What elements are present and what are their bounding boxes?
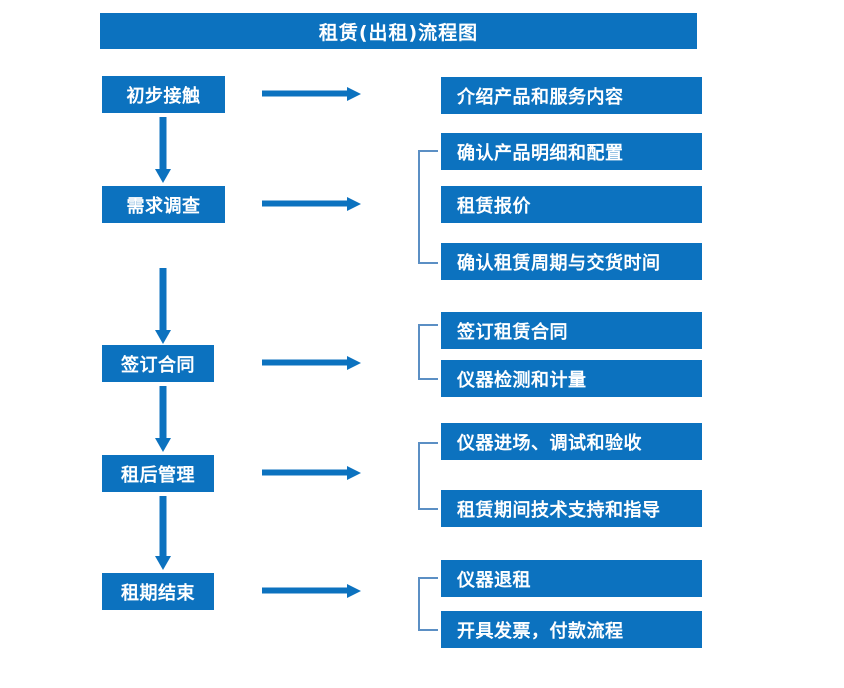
detail-box-confirm-rental-period[interactable]: 确认租赁周期与交货时间 bbox=[441, 243, 702, 280]
stage-label: 租期结束 bbox=[121, 582, 195, 604]
detail-box-instrument-return[interactable]: 仪器退租 bbox=[441, 560, 702, 597]
detail-label: 租赁期间技术支持和指导 bbox=[457, 499, 661, 521]
stage-box-sign-contract[interactable]: 签订合同 bbox=[102, 345, 214, 382]
detail-box-introduce-products[interactable]: 介绍产品和服务内容 bbox=[441, 77, 702, 114]
detail-label: 仪器退租 bbox=[457, 569, 531, 591]
right-arrow-icon-5 bbox=[262, 582, 362, 600]
page-title: 租赁(出租)流程图 bbox=[100, 13, 697, 49]
stage-box-rental-end[interactable]: 租期结束 bbox=[102, 573, 214, 610]
group-bracket-4 bbox=[418, 442, 438, 510]
group-bracket-5 bbox=[418, 577, 438, 631]
detail-label: 租赁报价 bbox=[457, 195, 531, 217]
detail-box-rental-quotation[interactable]: 租赁报价 bbox=[441, 186, 702, 223]
right-arrow-icon-2 bbox=[262, 195, 362, 213]
stage-box-post-rental-management[interactable]: 租后管理 bbox=[102, 455, 214, 492]
detail-box-instrument-entry-commissioning[interactable]: 仪器进场、调试和验收 bbox=[441, 423, 702, 460]
down-arrow-icon-4 bbox=[154, 496, 172, 572]
detail-label: 仪器检测和计量 bbox=[457, 369, 587, 391]
detail-label: 确认租赁周期与交货时间 bbox=[457, 252, 661, 274]
down-arrow-icon-2 bbox=[154, 268, 172, 346]
detail-label: 开具发票，付款流程 bbox=[457, 620, 624, 642]
right-arrow-icon-4 bbox=[262, 464, 362, 482]
stage-box-needs-survey[interactable]: 需求调查 bbox=[102, 186, 225, 223]
detail-label: 签订租赁合同 bbox=[457, 321, 568, 343]
group-bracket-2 bbox=[418, 150, 438, 264]
right-arrow-icon-3 bbox=[262, 354, 362, 372]
detail-label: 确认产品明细和配置 bbox=[457, 142, 624, 164]
stage-label: 需求调查 bbox=[126, 195, 201, 217]
detail-box-technical-support[interactable]: 租赁期间技术支持和指导 bbox=[441, 490, 702, 527]
down-arrow-icon-3 bbox=[154, 386, 172, 454]
stage-box-initial-contact[interactable]: 初步接触 bbox=[102, 76, 225, 113]
detail-box-instrument-inspection[interactable]: 仪器检测和计量 bbox=[441, 360, 702, 397]
stage-label: 租后管理 bbox=[121, 464, 195, 486]
group-bracket-3 bbox=[418, 324, 438, 380]
detail-label: 仪器进场、调试和验收 bbox=[457, 432, 642, 454]
stage-label: 签订合同 bbox=[121, 354, 195, 376]
right-arrow-icon-1 bbox=[262, 85, 362, 103]
detail-label: 介绍产品和服务内容 bbox=[457, 86, 624, 108]
detail-box-confirm-product-spec[interactable]: 确认产品明细和配置 bbox=[441, 133, 702, 170]
down-arrow-icon-1 bbox=[154, 117, 172, 185]
detail-box-sign-rental-contract[interactable]: 签订租赁合同 bbox=[441, 312, 702, 349]
stage-label: 初步接触 bbox=[126, 85, 201, 107]
detail-box-invoice-payment[interactable]: 开具发票，付款流程 bbox=[441, 611, 702, 648]
